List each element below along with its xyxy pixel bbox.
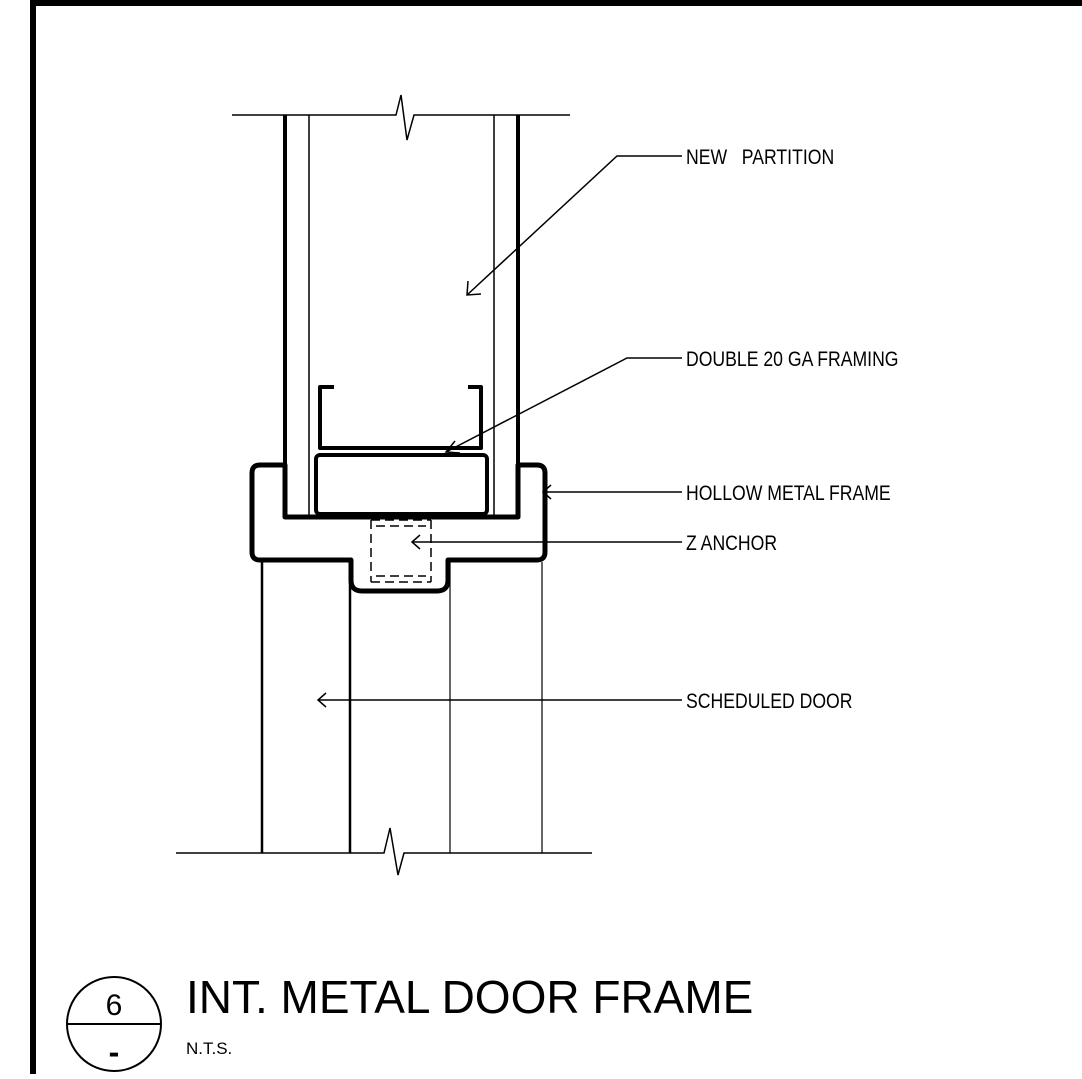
detail-title: INT. METAL DOOR FRAME	[186, 971, 753, 1023]
new-partition-wall	[283, 115, 520, 517]
bottom-break-line	[176, 827, 592, 876]
callout-new-partition: NEW PARTITION	[686, 146, 834, 170]
leader-anchor	[410, 534, 682, 550]
detail-scale: N.T.S.	[186, 1039, 232, 1058]
leader-frame	[541, 484, 682, 500]
callout-z-anchor: Z ANCHOR	[686, 532, 777, 556]
detail-number: 6	[106, 989, 123, 1022]
top-break-line	[232, 94, 570, 141]
leader-framing	[444, 357, 682, 454]
detail-sheet-ref: -	[109, 1034, 120, 1070]
callout-hollow-metal-frame: HOLLOW METAL FRAME	[686, 482, 891, 506]
hollow-metal-frame	[249, 462, 548, 594]
callout-scheduled-door: SCHEDULED DOOR	[686, 690, 852, 714]
double-framing-channels	[314, 385, 489, 516]
leader-door	[316, 692, 682, 708]
callout-framing: DOUBLE 20 GA FRAMING	[686, 348, 899, 372]
scheduled-door	[260, 562, 543, 853]
leader-new-partition	[466, 155, 682, 296]
z-anchor	[370, 519, 432, 583]
detail-bubble: 6 -	[66, 976, 162, 1072]
